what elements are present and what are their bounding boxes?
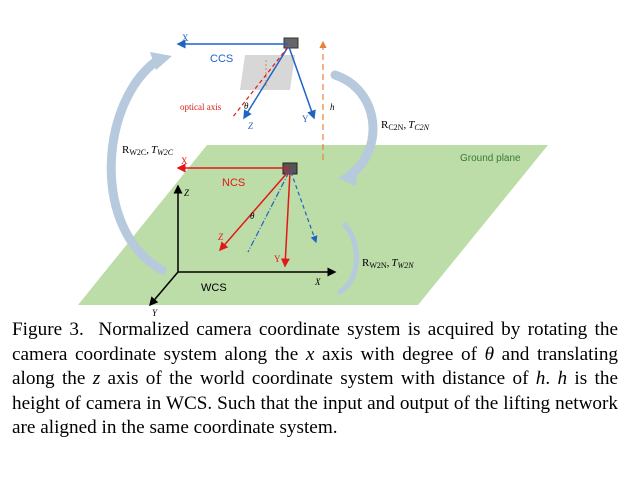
ncs-blue-y-dashed <box>290 171 318 244</box>
caption-h-symbol: h <box>557 368 568 390</box>
ncs-z-axis <box>219 171 289 252</box>
caption-h-symbol: h <box>535 368 546 390</box>
figure-caption: Figure 3. Normalized camera coordinate s… <box>12 318 618 441</box>
w2c-transform-arrow <box>106 55 167 275</box>
c2n-arrowhead <box>338 166 358 186</box>
svg-text:RW2N,TW2N: RW2N,TW2N <box>362 257 414 270</box>
wcs-y-label: Y <box>152 308 158 318</box>
ncs-x-label: X <box>181 156 188 166</box>
wcs-label: WCS <box>201 282 227 294</box>
ncs-y-label: Y <box>274 254 281 264</box>
optical-axis-line <box>231 46 289 119</box>
ccs-y-axis <box>288 46 316 120</box>
caption-text: Normalized camera coordinate system is a… <box>12 319 619 365</box>
height-label: h <box>330 102 335 112</box>
ncs-theta-label: θ <box>250 211 255 221</box>
ccs-z-axis <box>243 46 289 120</box>
ground-plane-label: Ground plane <box>460 153 521 164</box>
ccs-theta-label: θ <box>244 101 249 111</box>
wcs-y-axis <box>149 271 179 307</box>
rw2n-tw2n-label: RW2N,TW2N <box>362 257 414 270</box>
w2c-arrowhead <box>150 52 172 70</box>
wcs-z-label: Z <box>184 188 190 198</box>
caption-text: axis with degree of <box>314 343 485 365</box>
caption-text: axis of the world coordinate system with… <box>100 368 536 390</box>
ccs-z-label: Z <box>248 121 254 131</box>
ccs-y-label: Y <box>302 114 309 124</box>
ncs-blue-z-dashed <box>247 171 290 253</box>
optical-axis-label: optical axis <box>180 102 222 112</box>
caption-label: Figure 3. <box>12 319 84 340</box>
svg-text:RC2N,TC2N: RC2N,TC2N <box>381 119 430 132</box>
caption-z-symbol: z <box>92 368 101 390</box>
caption-text: is the height of camera in WCS. Such tha… <box>12 368 618 439</box>
ccs-x-label: X <box>182 33 189 43</box>
coordinate-system-figure: Ground plane X Y Z CCS optical axis θ h … <box>78 33 548 318</box>
rc2n-tc2n-label: RC2N,TC2N <box>381 119 430 132</box>
caption-text: and translating along the <box>12 343 619 390</box>
ccs-label: CCS <box>210 53 233 65</box>
w2n-transform-arrow <box>337 222 359 295</box>
ground-plane <box>78 145 548 305</box>
c2n-transform-arrow <box>330 70 378 180</box>
svg-text:RW2C,TW2C: RW2C,TW2C <box>122 144 174 157</box>
ccs-camera-icon <box>283 37 299 49</box>
rw2c-tw2c-label: RW2C,TW2C <box>122 144 174 157</box>
ncs-y-axis <box>280 171 291 268</box>
ncs-label: NCS <box>222 177 245 189</box>
wcs-x-label: X <box>314 277 321 287</box>
caption-theta-symbol: θ <box>484 343 495 365</box>
caption-x-symbol: x <box>305 343 315 365</box>
ncs-z-label: Z <box>218 232 224 242</box>
caption-text: . <box>545 368 558 390</box>
image-plane <box>240 55 295 90</box>
